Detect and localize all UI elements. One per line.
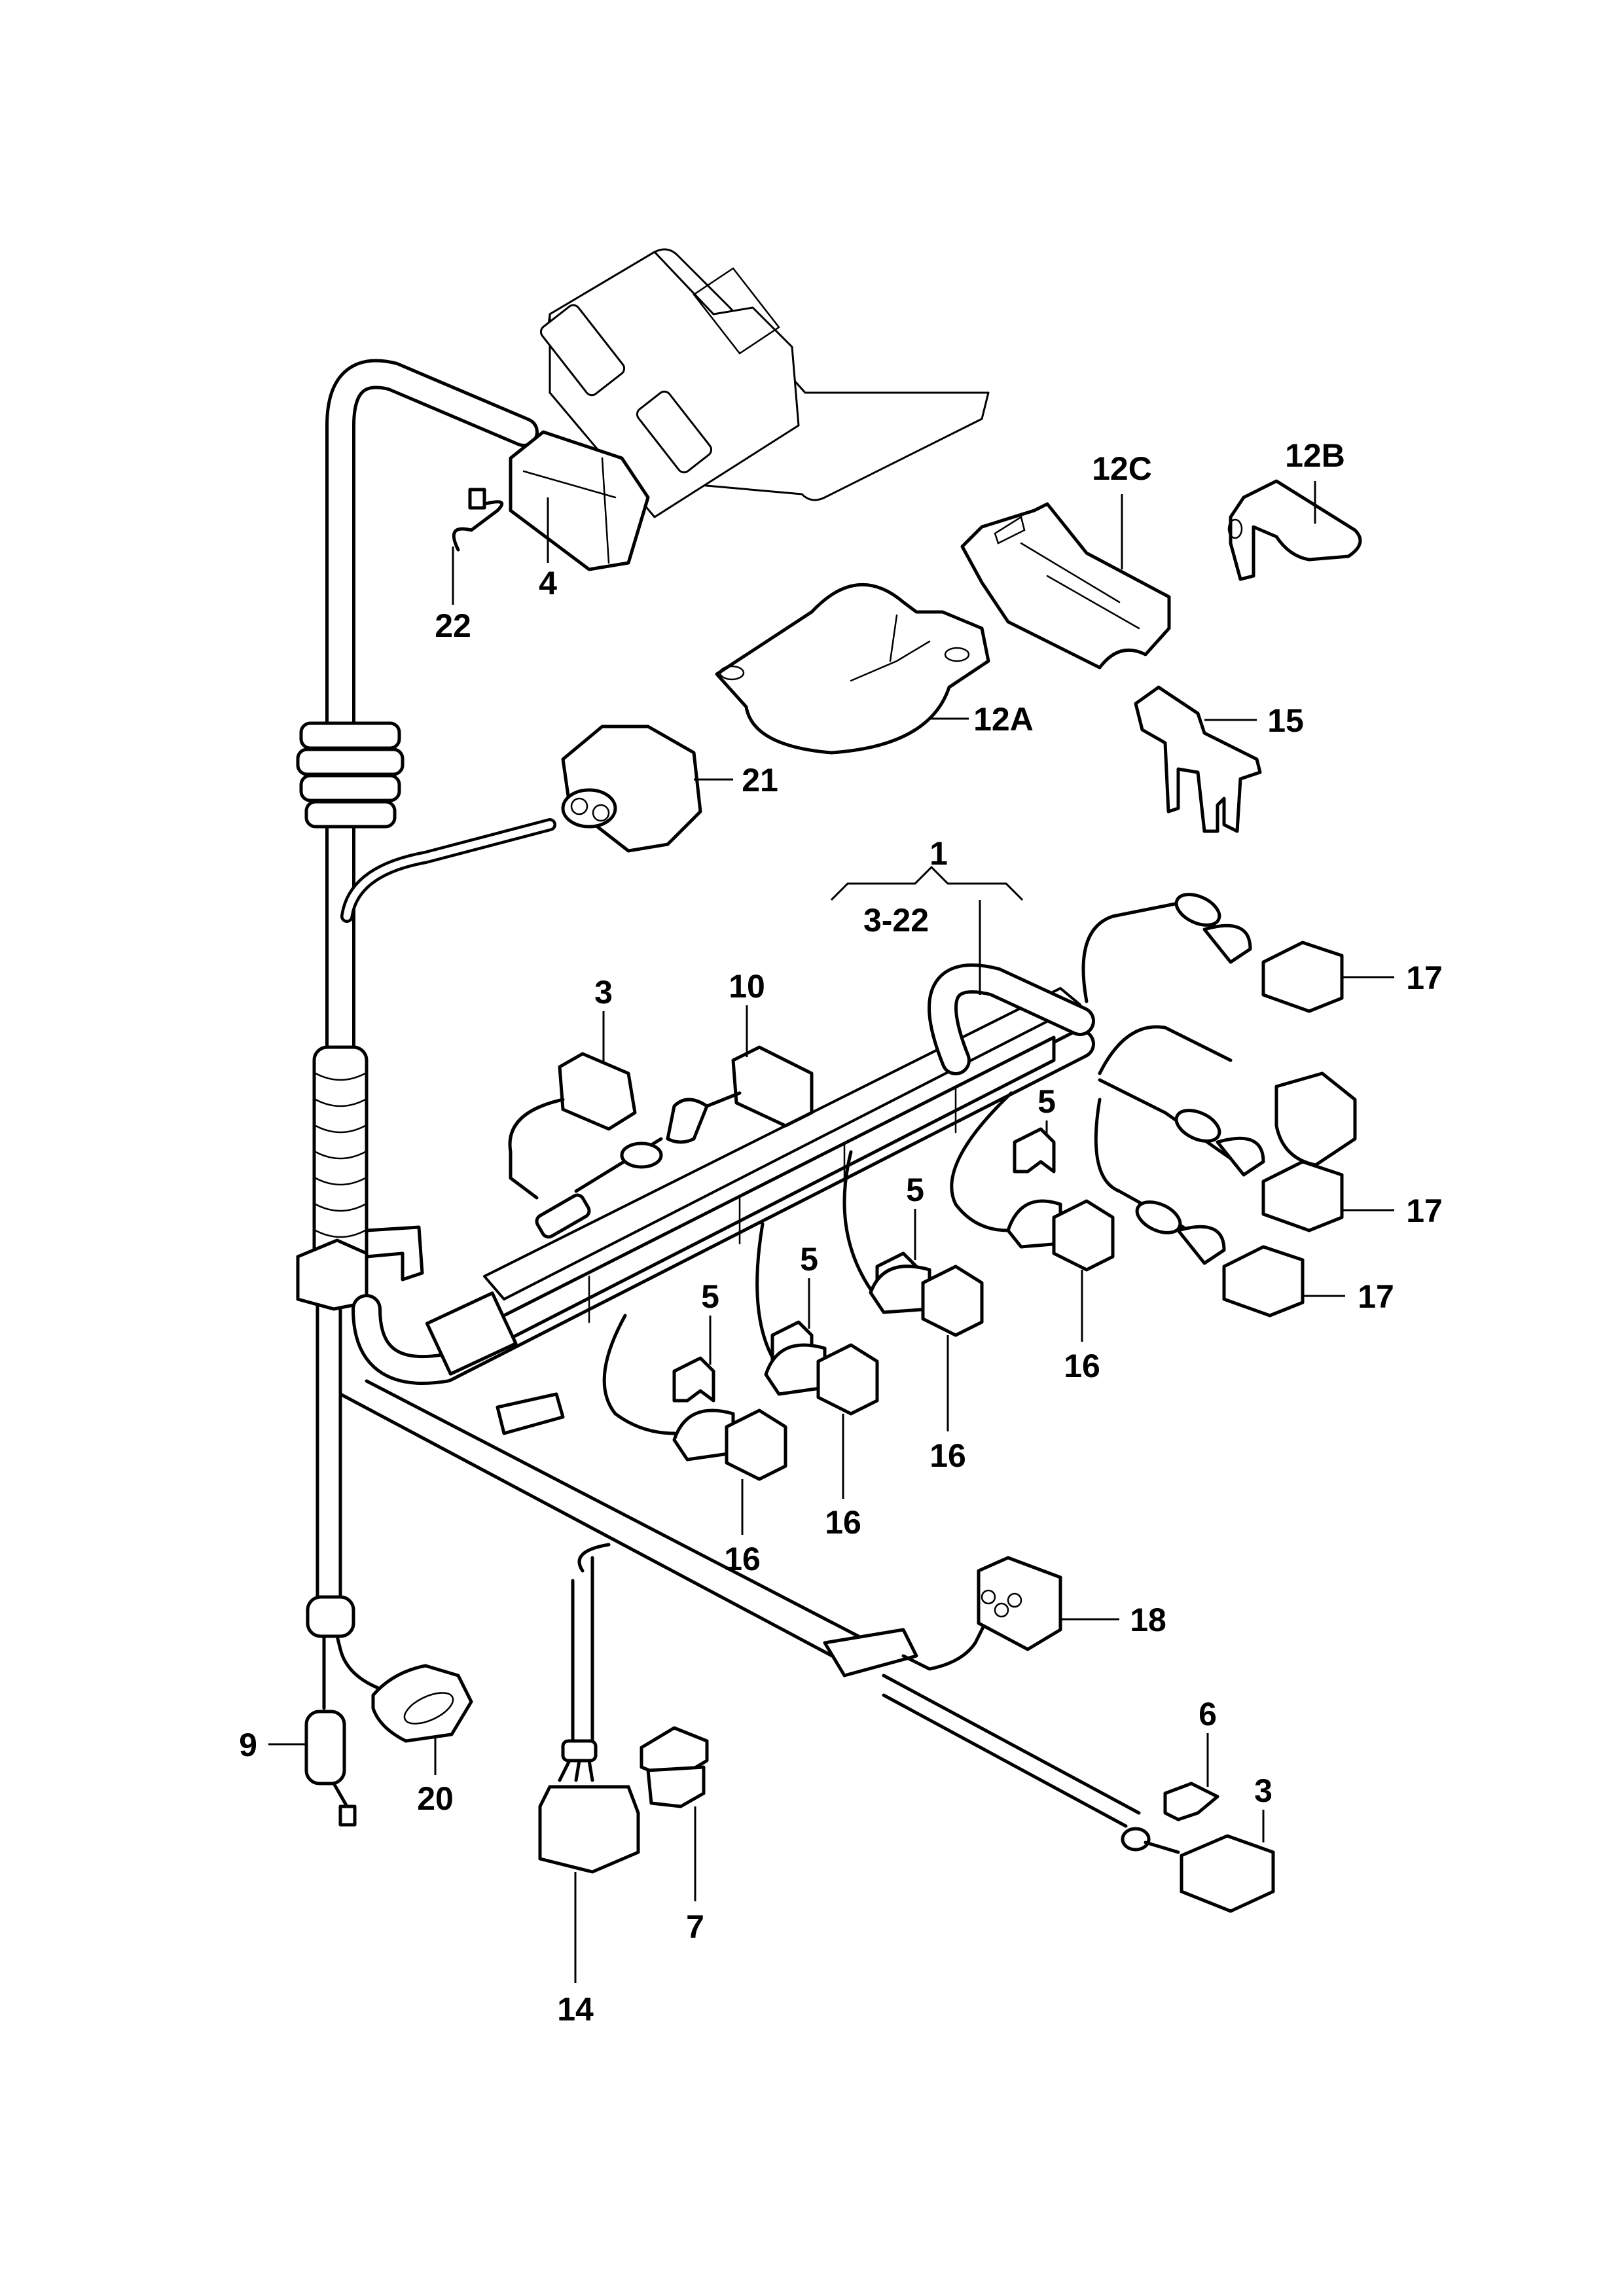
sensor-9 [304,1595,382,1827]
callout-18: 18 [1130,1602,1166,1638]
callout-17-top: 17 [1406,960,1443,996]
callout-12a: 12A [973,701,1034,738]
callout-17-middle: 17 [1406,1193,1443,1229]
callout-5d: 5 [701,1278,719,1315]
wire-clip-22 [452,488,504,552]
clip-5d [672,1356,715,1403]
callout-6: 6 [1199,1696,1217,1732]
callout-5a: 5 [1038,1083,1056,1120]
callout-16a: 16 [1064,1348,1100,1384]
callout-4: 4 [539,565,557,601]
control-unit [539,248,990,518]
injector-connector-16d [602,1314,787,1481]
callout-17-bottom: 17 [1358,1278,1394,1315]
connector-10 [535,1045,814,1239]
bracket-12c [960,502,1171,670]
cap-7 [640,1726,709,1808]
callout-3-upper: 3 [594,974,613,1011]
callout-labels: 4 22 12C 12B 12A 15 21 3 10 17 17 17 5 5… [239,437,1443,2028]
callout-21: 21 [742,762,778,798]
callout-5b: 5 [906,1172,924,1208]
callout-20: 20 [417,1780,454,1817]
leader-lines [268,481,1394,1983]
connector-4 [509,430,650,571]
connector-oval-unlabeled [1098,1025,1357,1167]
assembly-range: 3-22 [863,902,929,939]
callout-16c: 16 [825,1504,861,1541]
bracket-clip-12b [1227,479,1362,581]
harness-trunk [296,359,556,1605]
injector-connector-16b [842,1150,984,1337]
callout-15: 15 [1267,702,1304,739]
callout-3-lower: 3 [1254,1772,1272,1809]
callout-9: 9 [239,1727,257,1763]
harness-rail [338,963,1141,1828]
callout-5c: 5 [800,1241,818,1278]
callout-14: 14 [557,1991,594,2028]
connector-17-bottom [1094,1098,1305,1318]
connector-3-upper [508,1052,637,1200]
injector-connector-16a [950,1091,1115,1272]
connector-3-lower [1121,1827,1275,1913]
callout-22: 22 [435,607,471,644]
corrugated-sleeve [312,1045,369,1272]
assembly-number: 1 [929,835,948,872]
injector-connector-16c [755,1222,879,1416]
mounting-cup-12a [715,583,990,755]
retaining-bracket-15 [1134,685,1262,833]
connector-18 [901,1556,1062,1671]
callout-7: 7 [686,1909,704,1945]
connector-21 [561,725,702,853]
connector-17-top [1081,893,1344,1013]
connector-20 [371,1664,473,1743]
connector-14 [538,1543,640,1874]
callout-12c: 12C [1092,450,1152,487]
callout-16b: 16 [929,1437,966,1474]
clip-5a [1013,1127,1056,1174]
callout-10: 10 [729,968,765,1005]
assembly-bracket [830,865,1024,901]
callout-12b: 12B [1285,437,1345,474]
callout-16d: 16 [724,1541,761,1577]
clip-6 [1163,1782,1219,1821]
